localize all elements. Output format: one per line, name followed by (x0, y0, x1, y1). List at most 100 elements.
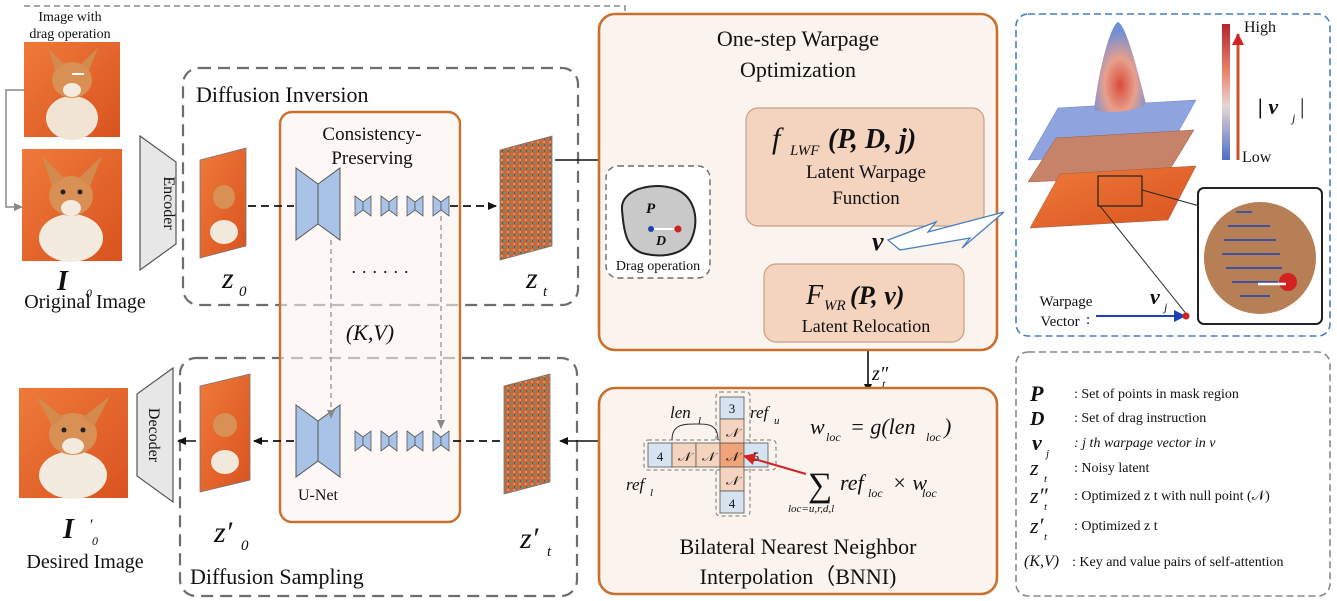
latent-z0 (199, 147, 247, 259)
desired-symbol: I (62, 514, 75, 545)
original-image (22, 149, 122, 262)
wr-sub: WR (824, 298, 846, 314)
kv-label: (K,V) (346, 320, 394, 345)
consistency-title-2: Preserving (331, 148, 413, 169)
legend-item-5-sub: t (1044, 531, 1048, 543)
lwf-name-1: Latent Warpage (806, 162, 926, 183)
latent-relocation-box (763, 263, 965, 343)
sum-times: × w (892, 470, 927, 495)
drag-p-label: P (646, 201, 656, 217)
latent-z0-prime (199, 373, 251, 493)
wr-f: F (805, 280, 824, 311)
unet-lower (295, 404, 450, 478)
vj-symbol: v (1150, 284, 1160, 309)
wr-args: (P, v) (850, 281, 904, 310)
lightning-bolt (886, 211, 1005, 251)
warpage-vector-colon: : (1086, 312, 1090, 328)
desired-caption: Desired Image (26, 551, 143, 573)
ref-u: ref (750, 403, 771, 422)
decoder-block: Decoder (136, 366, 174, 504)
z0-symbol: z (221, 262, 234, 295)
legend-item-3-text: : Noisy latent (1074, 461, 1150, 476)
original-sub: 0 (86, 286, 92, 300)
lwf-name-2: Function (832, 188, 900, 209)
formula-rhs-sub: loc (926, 430, 941, 444)
warpage-title-2: Optimization (740, 57, 856, 82)
magnitude-sub: j (1290, 111, 1296, 125)
warpage-vector-end (1182, 312, 1190, 320)
len-brace (671, 423, 719, 441)
sum-sign: ∑ (808, 467, 832, 504)
vj-sub: j (1162, 300, 1168, 314)
legend-item-4-symbol: z″ (1029, 483, 1049, 508)
wr-name: Latent Relocation (802, 316, 930, 336)
desired-prime: ′ (90, 517, 94, 534)
legend-item-3-symbol: z (1029, 455, 1039, 480)
zoom-vector-field (1222, 211, 1282, 297)
z0p-symbol: z′ (213, 516, 233, 549)
sum-index: loc=u,r,d,l (788, 503, 834, 515)
v-symbol: v (872, 227, 884, 256)
ztp-symbol: z′ (519, 522, 539, 555)
zt-symbol: z (525, 262, 538, 295)
formula-w-sub: loc (826, 430, 841, 444)
len-l: len (670, 403, 691, 422)
desired-sub: 0 (92, 534, 98, 548)
ref-l-sub: l (650, 487, 653, 499)
z0p-sub: 0 (241, 538, 249, 554)
heatmap-low: Low (1242, 149, 1272, 166)
legend-panel (1015, 351, 1331, 597)
ztp-sub: t (547, 544, 552, 560)
drag-end-point (674, 225, 682, 233)
len-l-sub: l (698, 415, 701, 427)
grid-col-bottom-2: 4 (729, 496, 736, 511)
bnni-grid (643, 391, 777, 517)
legend-item-5-symbol: z′ (1029, 513, 1045, 538)
warpage-vector-label-1: Warpage (1040, 294, 1093, 310)
formula-w: w (810, 414, 825, 439)
drag-d-label: D (655, 234, 666, 249)
ref-u-sub: u (774, 415, 780, 427)
legend-list: P : Set of points in mask region D : Set… (1024, 381, 1283, 570)
legend-item-0-text: : Set of points in mask region (1074, 387, 1239, 402)
colorbar (1222, 24, 1230, 160)
legend-item-5-text: : Optimized z t (1074, 519, 1158, 534)
grid-cell-1: 4 (657, 449, 664, 464)
magnitude-label: | v (1258, 94, 1278, 119)
legend-item-3-sub: t (1044, 473, 1048, 485)
drag-image-caption-1: Image with (38, 10, 101, 25)
latent-zt-prime (503, 373, 551, 495)
grid-cell-5: 5 (753, 449, 760, 464)
ztpp-symbol: z″ (871, 363, 889, 385)
magnitude-end: | (1300, 94, 1304, 119)
drag-start-point (648, 226, 654, 232)
warpage-title-1: One-step Warpage (717, 26, 879, 51)
ref-l: ref (626, 475, 647, 494)
legend-item-6-text: : Key and value pairs of self-attention (1072, 555, 1283, 570)
bnni-title-1: Bilateral Nearest Neighbor (679, 534, 917, 559)
bnni-red-arrow (743, 453, 807, 475)
lwf-sub: LWF (789, 143, 820, 159)
bnni-title-2: Interpolation（BNNI) (700, 564, 897, 589)
formula-end: ) (942, 414, 951, 439)
legend-item-4-text: : Optimized z t with null point (𝒩) (1074, 489, 1270, 504)
unet-label: U-Net (298, 487, 339, 504)
grid-col-top-1: 3 (729, 401, 736, 416)
drag-image (24, 42, 120, 140)
legend-item-0-symbol: P (1029, 381, 1044, 406)
original-feed-path (5, 89, 24, 211)
warpage-vector-label-2: Vector (1040, 314, 1079, 330)
diffusion-sampling-title: Diffusion Sampling (190, 564, 364, 589)
latent-warpage-function-box (745, 107, 985, 227)
drag-image-caption-2: drag operation (29, 27, 110, 42)
legend-item-1-symbol: D (1029, 408, 1044, 430)
legend-item-6-symbol: (K,V) (1024, 553, 1059, 570)
latent-zt (499, 135, 553, 261)
zoom-circle (1204, 202, 1316, 314)
lwf-args: (P, D, j) (828, 124, 916, 155)
zt-sub: t (543, 284, 548, 300)
z0-sub: 0 (239, 284, 247, 300)
legend-item-2-text: : j th warpage vector in v (1074, 436, 1216, 451)
